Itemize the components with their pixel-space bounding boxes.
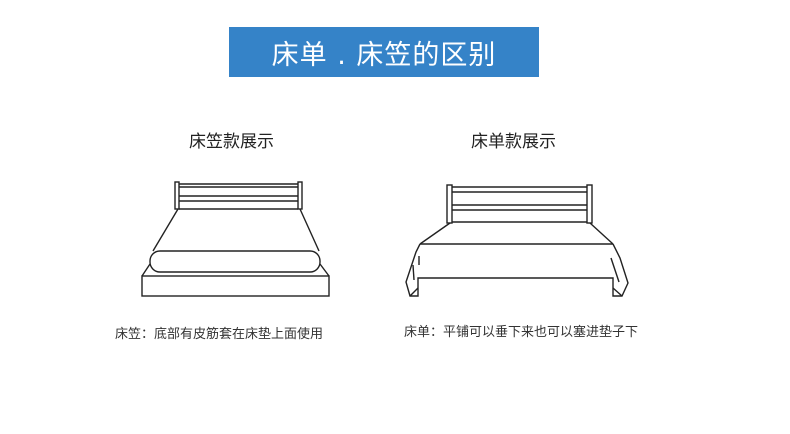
- fitted-bed-illustration: [141, 181, 330, 297]
- fitted-caption: 床笠：底部有皮筋套在床垫上面使用: [115, 327, 324, 342]
- flat-caption: 床单：平铺可以垂下来也可以塞进垫子下: [404, 325, 639, 340]
- title: 床单 . 床笠的区别: [271, 39, 497, 71]
- fitted-heading: 床笠款展示: [189, 132, 274, 152]
- flat-heading: 床单款展示: [471, 132, 556, 152]
- title-banner: 床单 . 床笠的区别: [229, 27, 539, 77]
- flat-bed-illustration: [405, 184, 629, 297]
